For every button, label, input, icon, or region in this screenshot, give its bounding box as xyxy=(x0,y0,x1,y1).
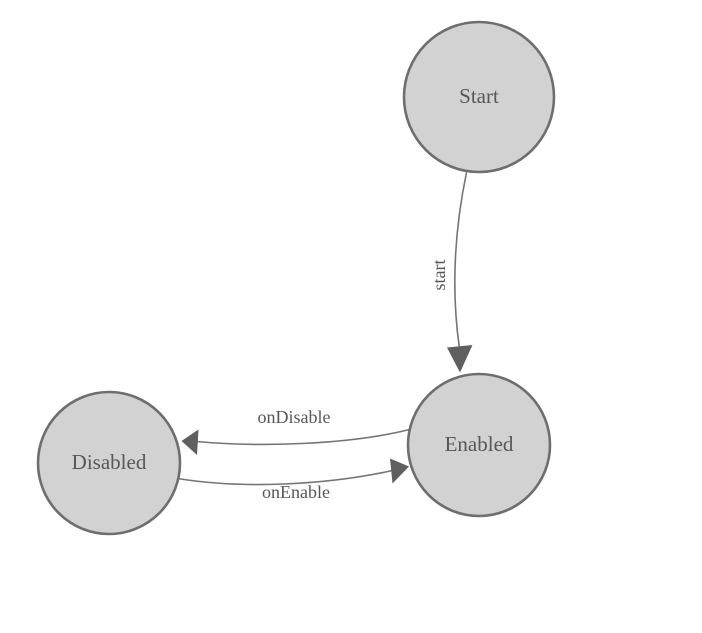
state-node-start-circle xyxy=(402,20,556,174)
state-node-disabled-label: Disabled xyxy=(72,450,147,474)
edge-label-on-enable: onEnable xyxy=(262,482,330,502)
edge-label-start: start xyxy=(429,260,449,291)
state-node-disabled[interactable]: Disabled xyxy=(36,390,182,536)
state-node-enabled-circle xyxy=(406,372,552,518)
edge-enabled-to-disabled-arrowhead xyxy=(181,429,199,455)
state-node-start-label: Start xyxy=(459,84,499,108)
state-node-disabled-circle xyxy=(36,390,182,536)
edge-start-to-enabled-path xyxy=(454,172,468,349)
edge-label-on-disable: onDisable xyxy=(258,407,331,427)
edge-start-to-enabled-arrowhead xyxy=(447,345,473,373)
edge-start-to-enabled[interactable]: start xyxy=(429,172,473,373)
edge-disabled-to-enabled[interactable]: onEnable xyxy=(177,458,410,503)
edge-disabled-to-enabled-arrowhead xyxy=(390,458,409,484)
state-node-start[interactable]: Start xyxy=(402,20,556,174)
edge-disabled-to-enabled-path xyxy=(177,469,393,486)
state-node-enabled[interactable]: Enabled xyxy=(406,372,552,518)
edge-enabled-to-disabled[interactable]: onDisable xyxy=(181,407,410,455)
state-node-enabled-label: Enabled xyxy=(445,432,514,456)
edge-enabled-to-disabled-path xyxy=(196,428,410,446)
